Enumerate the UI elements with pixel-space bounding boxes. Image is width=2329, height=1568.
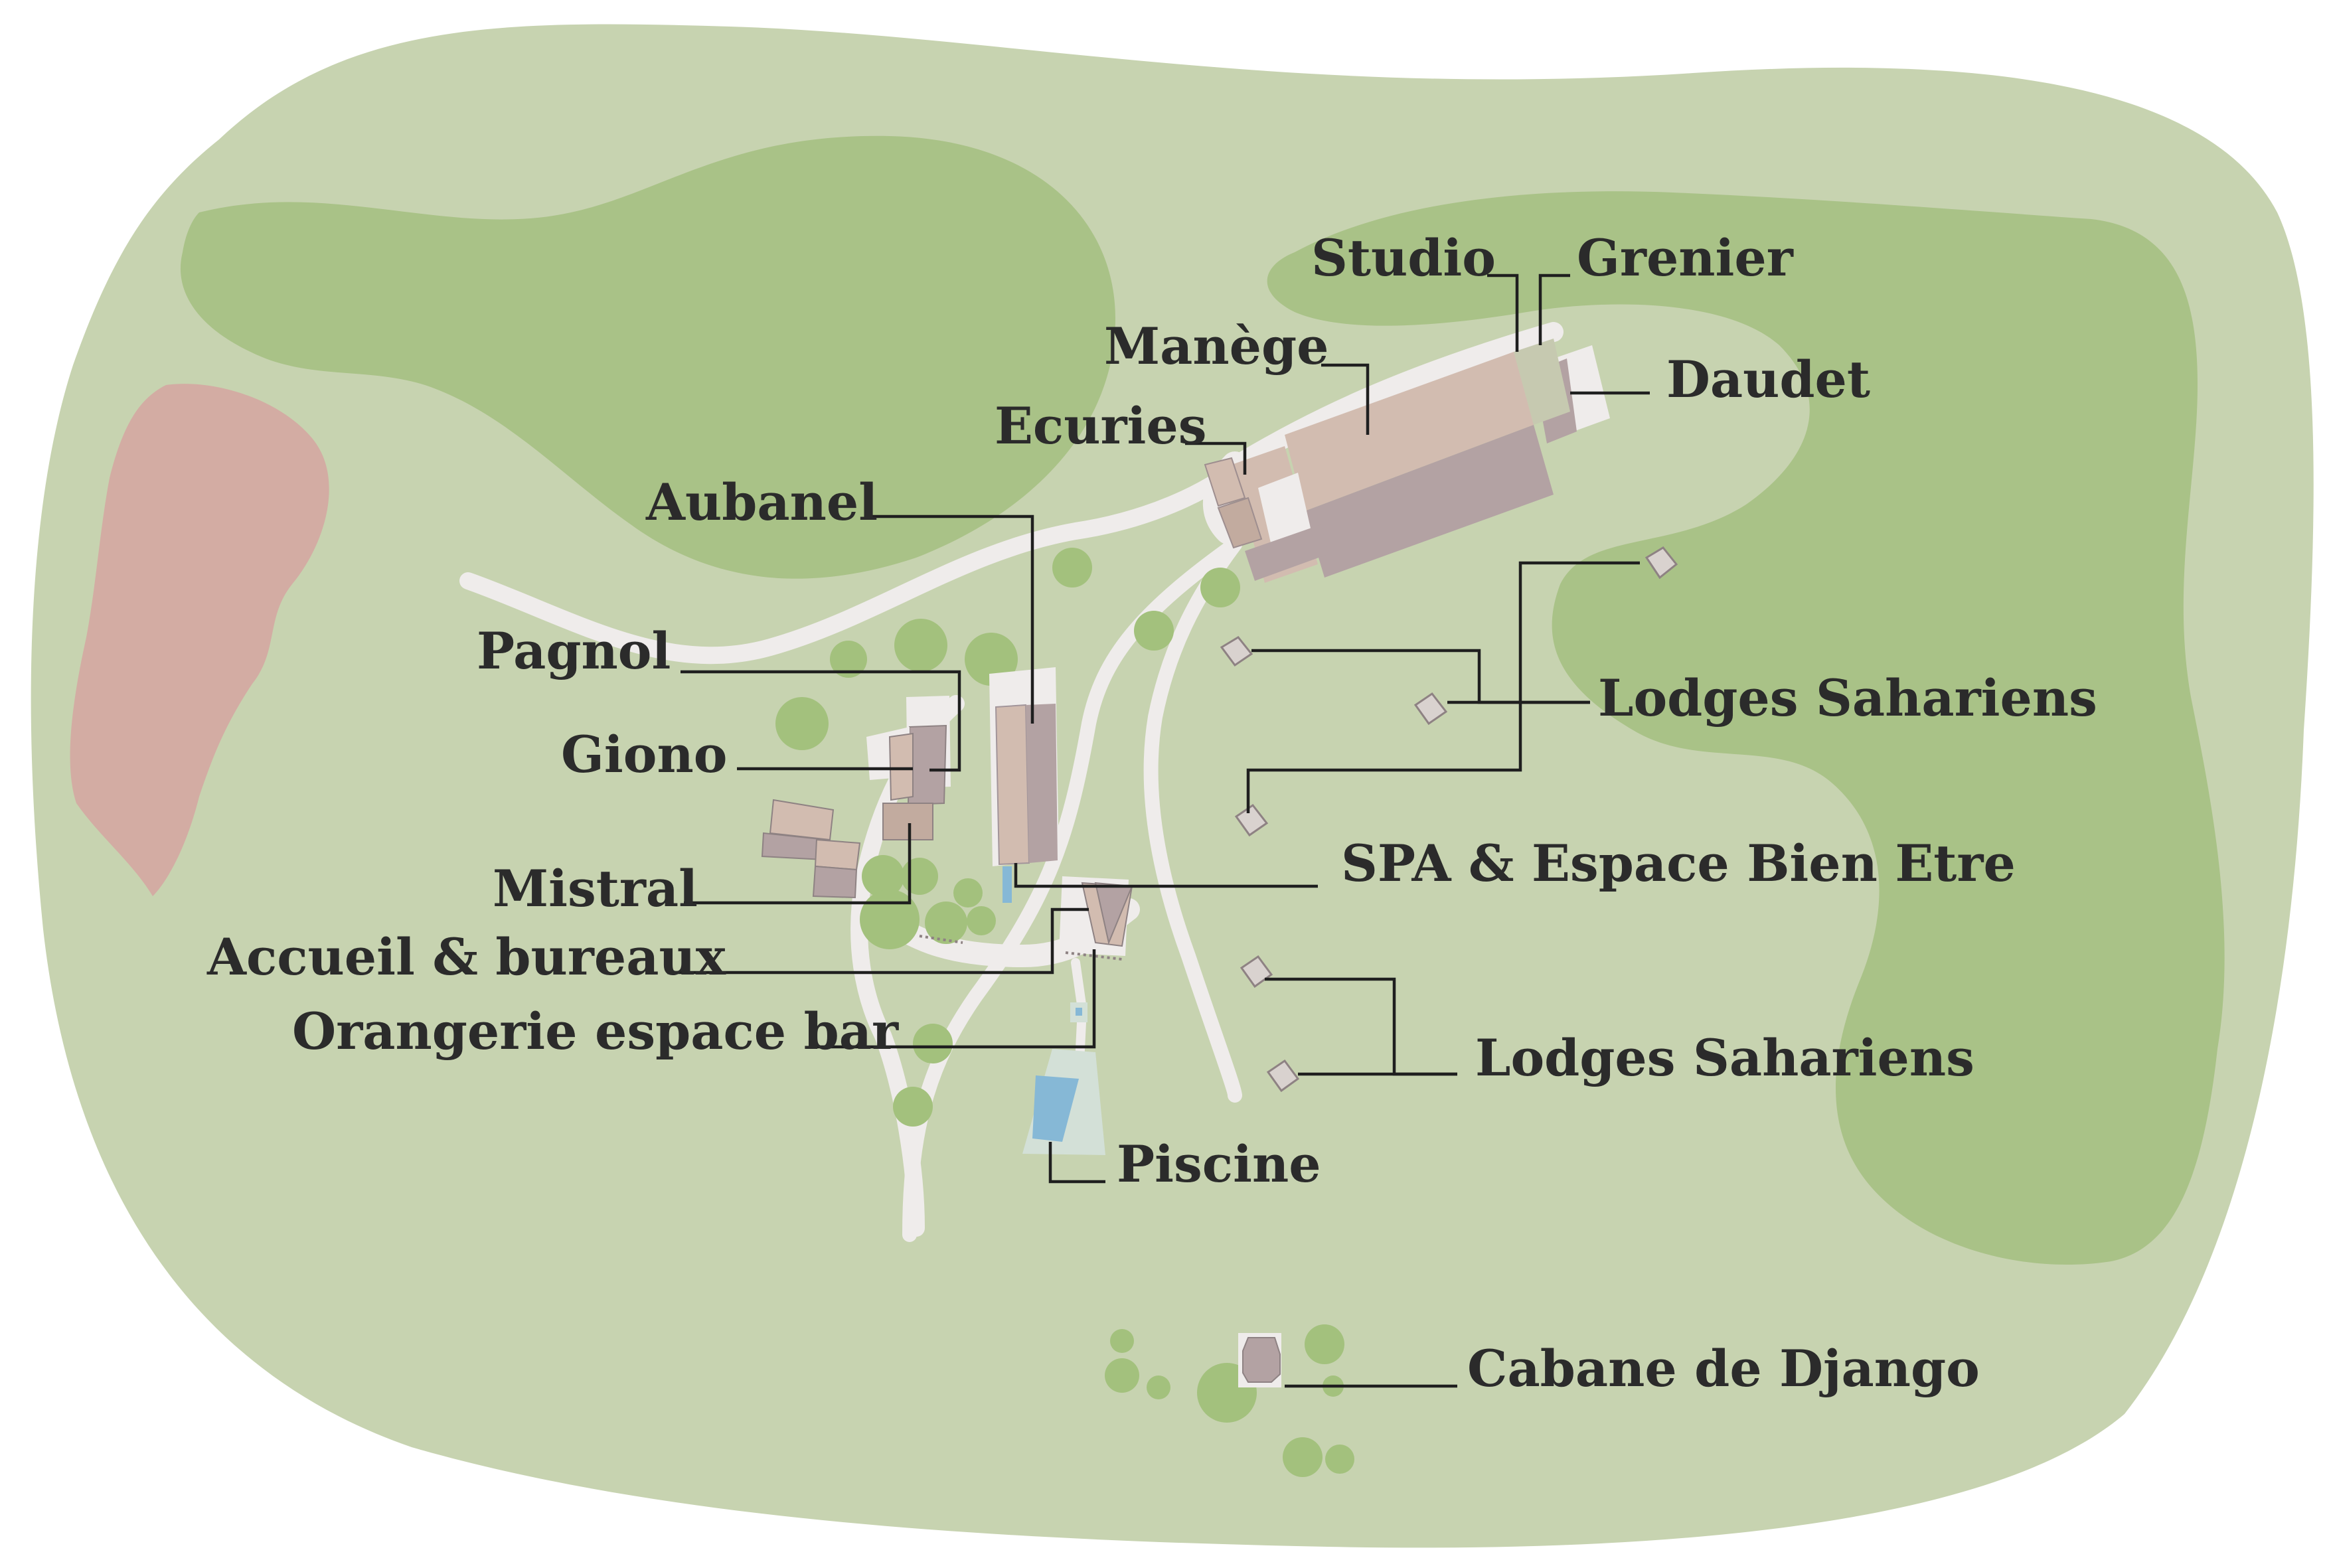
swimming-pool xyxy=(1032,1075,1079,1142)
planted-field xyxy=(70,384,329,896)
aubanel-roof-shade xyxy=(1026,704,1058,863)
ecuries-court xyxy=(1258,473,1311,546)
cottage-4 xyxy=(812,865,858,899)
woodland-north-west xyxy=(180,135,1116,579)
lodge-5 xyxy=(1240,955,1273,988)
label-lodges-sahariens-1: Lodges Sahariens xyxy=(1598,668,2097,728)
label-grenier: Grenier xyxy=(1577,228,1794,287)
label-giono: Giono xyxy=(561,725,727,784)
cabane-de-django-building xyxy=(1238,1333,1281,1387)
lodge-1 xyxy=(1645,546,1678,580)
accueil-orangerie-building xyxy=(919,876,1133,1022)
label-daudet: Daudet xyxy=(1666,350,1870,409)
label-aubanel: Aubanel xyxy=(645,473,878,532)
cottage-3 xyxy=(814,838,861,871)
pagnol-roof xyxy=(907,724,947,806)
label-orangerie: Orangerie espace bar xyxy=(292,1002,899,1061)
label-ecuries: Ecuries xyxy=(995,396,1207,455)
building-complex-north xyxy=(1204,339,1610,583)
label-lodges-sahariens-2: Lodges Sahariens xyxy=(1475,1028,1974,1087)
label-cabane-de-django: Cabane de Django xyxy=(1467,1339,1980,1398)
label-accueil: Accueil & bureaux xyxy=(206,927,726,986)
lodge-6 xyxy=(1266,1059,1300,1093)
label-spa: SPA & Espace Bien Etre xyxy=(1341,834,2016,893)
manege-roof xyxy=(1285,352,1534,511)
lodge-3 xyxy=(1413,692,1448,726)
label-studio: Studio xyxy=(1311,228,1496,287)
pool-area xyxy=(1022,1049,1105,1155)
aubanel-roof xyxy=(995,704,1030,866)
trees xyxy=(775,548,1354,1477)
giono-roof xyxy=(888,732,914,801)
spa-pool xyxy=(1003,866,1012,903)
ecuries-south xyxy=(1245,524,1328,581)
label-pagnol: Pagnol xyxy=(477,621,671,680)
leader-lines xyxy=(667,274,1650,1388)
label-mistral: Mistral xyxy=(493,859,698,918)
ecuries-wing-top xyxy=(1204,457,1246,507)
lodges xyxy=(1220,546,1678,1093)
lodge-2 xyxy=(1220,636,1253,667)
labels: Studio Grenier Manège Daudet Ecuries Aub… xyxy=(206,228,2097,1398)
manege-roof-shade xyxy=(1305,425,1554,578)
label-manege: Manège xyxy=(1104,317,1328,376)
building-complex-west xyxy=(761,667,1059,903)
ecuries-wing-bottom xyxy=(1217,497,1263,549)
mistral-roof xyxy=(882,803,933,840)
woodland-east xyxy=(1267,191,2225,1265)
label-piscine: Piscine xyxy=(1117,1135,1321,1194)
grenier-roof xyxy=(1514,339,1570,425)
cottage-1 xyxy=(769,799,835,841)
